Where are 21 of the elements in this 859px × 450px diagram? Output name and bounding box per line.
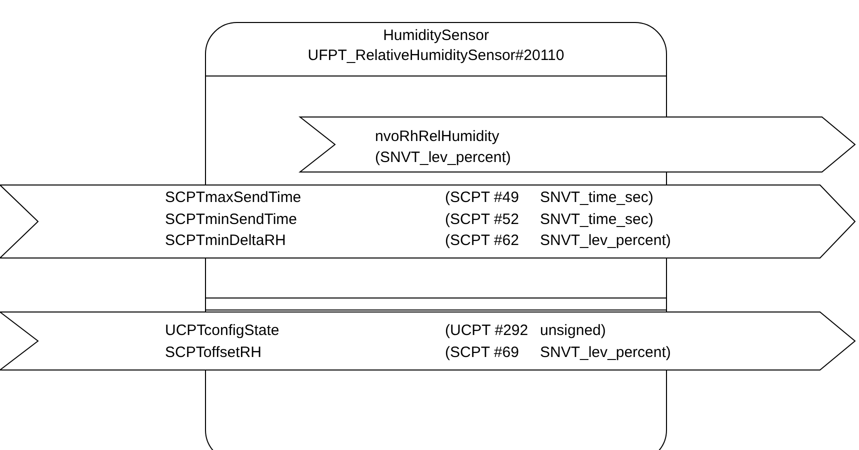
property-name: SCPTminDeltaRH xyxy=(165,232,286,250)
property-type: SNVT_lev_percent) xyxy=(540,232,671,250)
property-name: SCPTminSendTime xyxy=(165,210,297,228)
configuration-property-band xyxy=(0,312,855,370)
property-type: unsigned) xyxy=(540,322,606,340)
property-type: SNVT_time_sec) xyxy=(540,189,654,207)
block-name: HumiditySensor xyxy=(382,27,490,45)
property-name: SCPToffsetRH xyxy=(165,344,262,362)
output-variable-arrow xyxy=(300,117,855,172)
block-type: UFPT_RelativeHumiditySensor#20110 xyxy=(306,47,566,65)
property-number: (SCPT #52 xyxy=(445,210,519,228)
variable-label: nvoRhRelHumidity (SNVT_lev_percent) xyxy=(375,127,512,168)
property-number: (SCPT #49 xyxy=(445,189,519,207)
property-type: SNVT_lev_percent) xyxy=(540,344,671,362)
configuration-property-band xyxy=(0,185,855,258)
property-number: (SCPT #62 xyxy=(445,232,519,250)
property-type: SNVT_time_sec) xyxy=(540,210,654,228)
property-name: SCPTmaxSendTime xyxy=(165,189,302,207)
property-number: (UCPT #292 xyxy=(445,322,528,340)
property-number: (SCPT #69 xyxy=(445,344,519,362)
property-name: UCPTconfigState xyxy=(165,322,280,340)
